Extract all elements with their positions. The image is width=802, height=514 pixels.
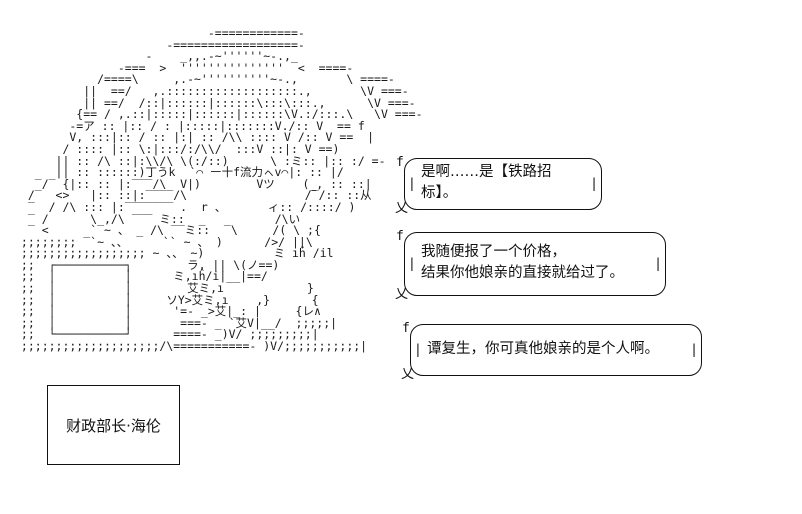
bubble-edge-glyph-right: | <box>590 176 598 192</box>
speech-bubble-1-text: 是啊……是【铁路招标】。 <box>421 164 552 201</box>
speech-bubble-2: f 乂 | | 我随便报了一个价格， 结果你他娘亲的直接就给过了。 <box>395 230 666 301</box>
bubble-corner-glyph-top-left: f <box>396 229 404 244</box>
bubble-edge-glyph-left: | <box>408 256 416 272</box>
speech-bubble-2-text: 我随便报了一个价格， 结果你他娘亲的直接就给过了。 <box>421 244 624 281</box>
bubble-edge-glyph-right: | <box>654 256 662 272</box>
character-name-label: 财政部长·海伦 <box>66 416 161 435</box>
bubble-corner-glyph-bottom-left: 乂 <box>401 367 415 382</box>
bubble-corner-glyph-bottom-left: 乂 <box>395 287 409 302</box>
ascii-art-character-portrait: -============- -==================- - _,… <box>20 26 423 354</box>
speech-bubble-1: f 乂 | | 是啊……是【铁路招标】。 <box>395 156 602 215</box>
character-name-box: 财政部长·海伦 <box>47 385 180 465</box>
speech-bubble-3-text: 谭复生，你可真他娘亲的是个人啊。 <box>427 340 659 357</box>
bubble-corner-glyph-bottom-left: 乂 <box>395 201 409 216</box>
bubble-corner-glyph-top-left: f <box>396 155 404 170</box>
bubble-corner-glyph-top-left: f <box>402 321 410 336</box>
bubble-edge-glyph-right: | <box>690 342 698 358</box>
bubble-edge-glyph-left: | <box>408 176 416 192</box>
speech-bubble-3: f 乂 | | 谭复生，你可真他娘亲的是个人啊。 <box>401 322 702 381</box>
bubble-edge-glyph-left: | <box>414 342 422 358</box>
